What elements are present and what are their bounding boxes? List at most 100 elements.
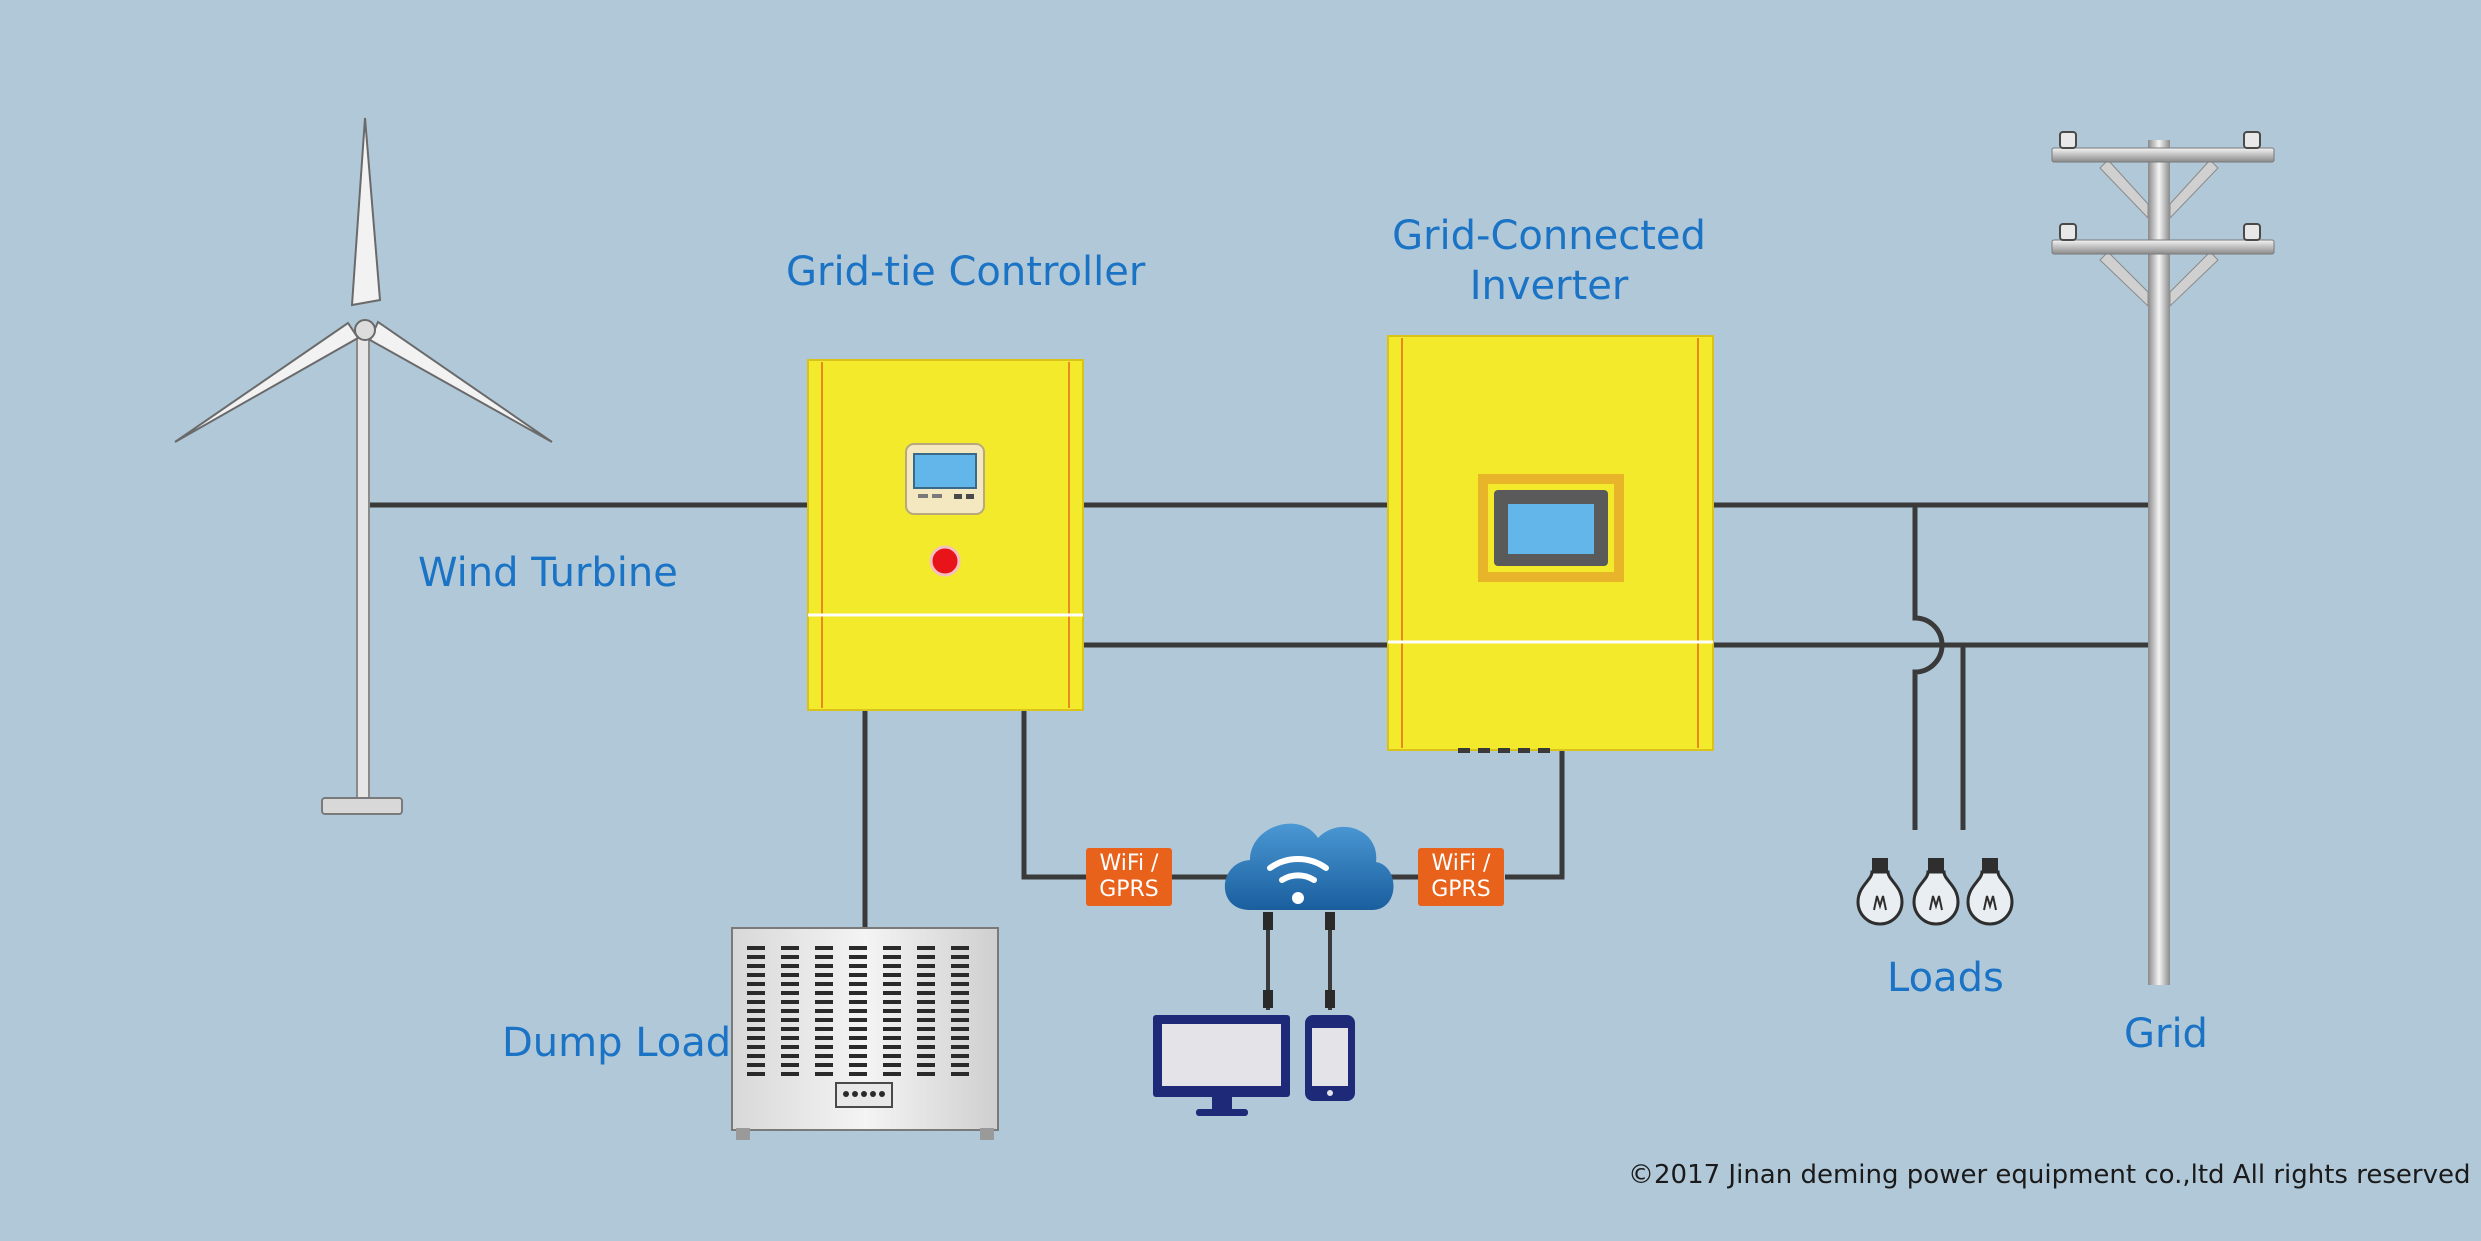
dump-load-terminal-pins — [843, 1091, 885, 1097]
vent-slat — [849, 1063, 867, 1067]
vent-slat — [883, 1045, 901, 1049]
turbine-base — [321, 797, 403, 815]
vent-slat — [849, 1009, 867, 1013]
bulb-filament — [1873, 895, 1887, 911]
cloud-wifi-icon — [1224, 823, 1394, 910]
wire-wifi-inverter — [1505, 750, 1565, 880]
vent-slat — [883, 991, 901, 995]
vent-slat — [781, 1072, 799, 1076]
vent-slat — [747, 982, 765, 986]
vent-slat — [951, 1063, 969, 1067]
plug-cloud-right — [1325, 912, 1335, 930]
dump-load-foot-right — [980, 1128, 994, 1140]
vent-slat — [747, 1063, 765, 1067]
controller-body — [807, 359, 1084, 711]
monitor-neck — [1212, 1097, 1232, 1111]
terminal-pin-1 — [843, 1091, 849, 1097]
monitor-foot — [1196, 1109, 1248, 1116]
copyright-notice: ©2017 Jinan deming power equipment co.,l… — [1628, 1160, 2471, 1190]
vent-slat — [849, 1018, 867, 1022]
vent-slat — [917, 1045, 935, 1049]
turbine-hub — [354, 319, 376, 341]
vent-slat — [815, 1054, 833, 1058]
vent-slat — [951, 1009, 969, 1013]
vent-slat — [917, 964, 935, 968]
vent-slat — [781, 1054, 799, 1058]
vent-slat — [849, 1054, 867, 1058]
vent-slat — [849, 1036, 867, 1040]
vent-slat — [781, 973, 799, 977]
vent-slat — [951, 946, 969, 950]
wifi-arc-middle — [1279, 872, 1317, 883]
vent-slat — [781, 1063, 799, 1067]
vent-slat — [747, 991, 765, 995]
vent-slat — [747, 1009, 765, 1013]
pole-brace-lower-left — [2099, 251, 2149, 308]
inverter-ports — [1458, 748, 1550, 753]
vent-slat — [781, 991, 799, 995]
vent-slat — [815, 1072, 833, 1076]
vent-slat — [815, 1018, 833, 1022]
vent-slat — [781, 1000, 799, 1004]
emergency-stop-button — [929, 545, 961, 577]
controller-key-4 — [966, 494, 974, 499]
wifi-arc-outer — [1267, 856, 1329, 871]
vent-slat — [781, 1045, 799, 1049]
vent-slat — [849, 1072, 867, 1076]
utility-pole-icon — [2051, 131, 2275, 985]
wifi-badge-left-line2: GPRS — [1099, 877, 1159, 902]
vent-slat — [951, 1045, 969, 1049]
controller-key-2 — [932, 494, 942, 498]
terminal-pin-4 — [870, 1091, 876, 1097]
terminal-pin-2 — [852, 1091, 858, 1097]
label-dump-load: Dump Load — [502, 1020, 732, 1066]
inverter-port-3 — [1498, 748, 1510, 753]
label-grid: Grid — [2124, 1011, 2208, 1057]
vent-slat — [815, 991, 833, 995]
wind-turbine-icon — [174, 117, 553, 815]
vent-slat — [815, 1063, 833, 1067]
vent-slat — [781, 1036, 799, 1040]
vent-slat — [951, 1027, 969, 1031]
vent-slat — [849, 955, 867, 959]
insulator-2 — [2243, 131, 2261, 149]
pole-brace-lower-right — [2169, 251, 2219, 308]
turbine-blade-left — [174, 321, 360, 443]
grid-tie-controller-icon — [807, 359, 1084, 711]
vent-slat — [815, 1027, 833, 1031]
vent-slat — [781, 1009, 799, 1013]
vent-slat — [781, 1018, 799, 1022]
label-wind-turbine: Wind Turbine — [418, 550, 678, 596]
wifi-badge-right-line1: WiFi / — [1431, 851, 1491, 876]
wifi-dot — [1292, 892, 1304, 904]
grid-connected-inverter-icon — [1387, 335, 1714, 753]
vent-slat — [815, 1009, 833, 1013]
vent-slat — [883, 964, 901, 968]
wifi-gprs-badge-left: WiFi / GPRS — [1086, 848, 1172, 906]
bulb-glass — [1966, 870, 2014, 926]
light-bulb-icon — [1966, 858, 2014, 926]
vent-slat — [849, 964, 867, 968]
label-inverter-line1: Grid-Connected — [1392, 213, 1706, 259]
vent-slat — [951, 973, 969, 977]
vent-slat — [951, 982, 969, 986]
insulator-4 — [2243, 223, 2261, 241]
vent-slat — [849, 991, 867, 995]
vent-slat — [815, 1045, 833, 1049]
bulb-cap — [1982, 858, 1998, 872]
vent-slat — [815, 973, 833, 977]
vent-slat — [747, 1000, 765, 1004]
vent-slat — [951, 1072, 969, 1076]
bulb-glass — [1856, 870, 1904, 926]
wifi-badge-left-line1: WiFi / — [1099, 851, 1159, 876]
vent-slat — [917, 973, 935, 977]
terminal-pin-5 — [879, 1091, 885, 1097]
wifi-gprs-badge-right: WiFi / GPRS — [1418, 848, 1504, 906]
vent-slat — [951, 964, 969, 968]
vent-slat — [883, 1072, 901, 1076]
controller-display-screen — [913, 453, 977, 489]
bulb-cap — [1872, 858, 1888, 872]
wifi-badge-right-line2: GPRS — [1431, 877, 1491, 902]
